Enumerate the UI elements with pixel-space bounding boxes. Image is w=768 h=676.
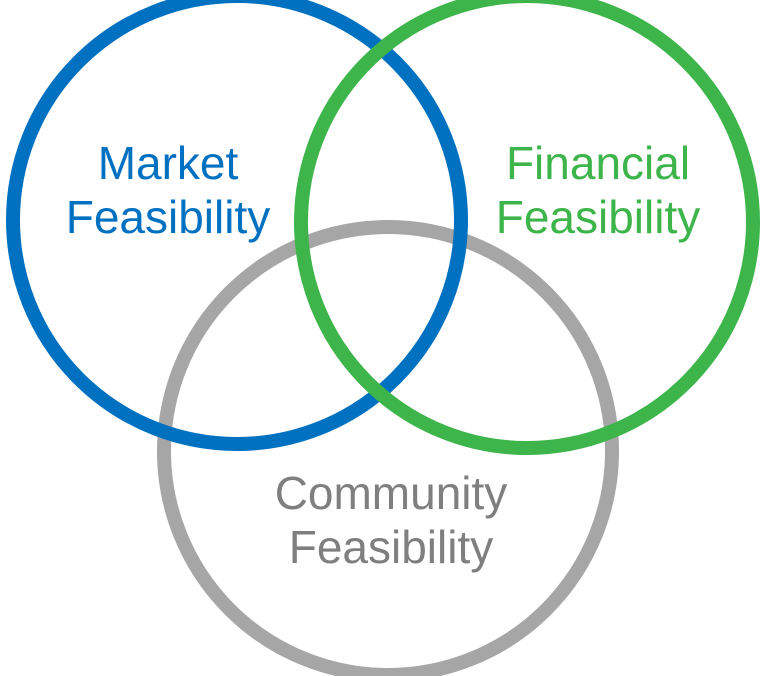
financial-feasibility-label: Financial Feasibility <box>438 136 758 244</box>
financial-label-line2: Feasibility <box>495 191 701 243</box>
market-feasibility-label: Market Feasibility <box>8 136 328 244</box>
financial-feasibility-circle <box>294 0 760 455</box>
community-feasibility-label: Community Feasibility <box>231 466 551 574</box>
market-label-line2: Feasibility <box>65 191 271 243</box>
market-feasibility-circle <box>6 0 468 451</box>
community-label-line1: Community <box>274 467 508 519</box>
community-label-line2: Feasibility <box>288 521 494 573</box>
market-label-line1: Market <box>97 137 239 189</box>
financial-label-line1: Financial <box>505 137 691 189</box>
community-feasibility-circle <box>157 220 619 676</box>
